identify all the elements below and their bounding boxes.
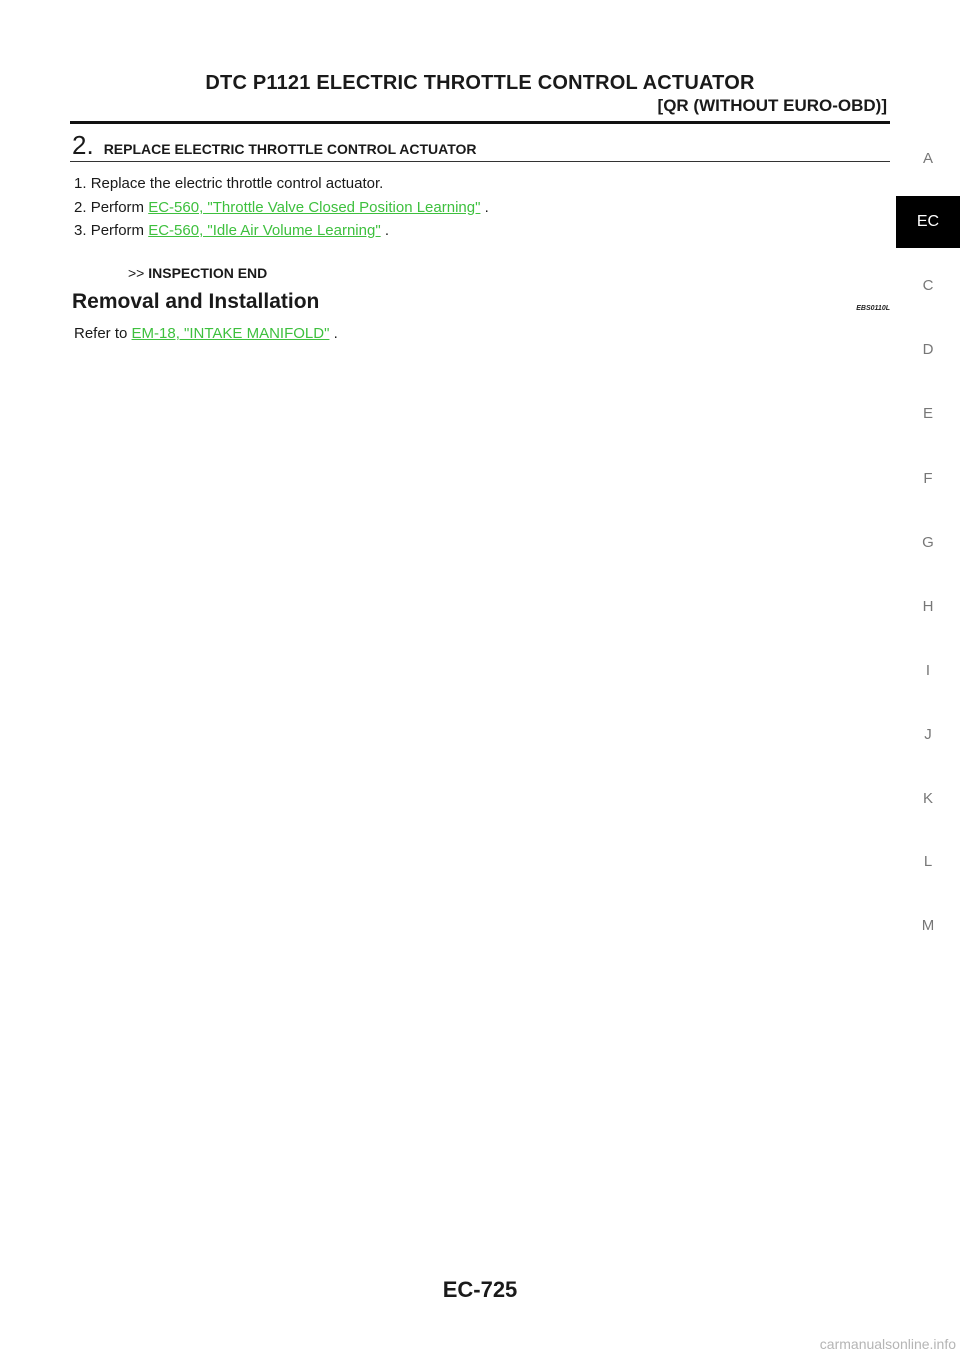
link-throttle-valve-learning[interactable]: EC-560, "Throttle Valve Closed Position …	[148, 198, 481, 216]
watermark: carmanualsonline.info	[819, 1336, 956, 1352]
index-tab-m[interactable]: M	[921, 917, 935, 934]
list-item-text: Perform	[90, 222, 149, 239]
result-text: INSPECTION END	[148, 265, 268, 281]
index-tab-g[interactable]: G	[922, 534, 934, 551]
index-tab-l[interactable]: L	[923, 853, 933, 870]
list-item-number: 2.	[74, 198, 87, 216]
index-tab-e[interactable]: E	[922, 405, 933, 422]
page-subtitle: [QR (WITHOUT EURO-OBD)]	[657, 96, 887, 115]
index-tab-i[interactable]: I	[925, 662, 931, 679]
list-item-text: Perform	[90, 198, 149, 216]
section-code: EBS0110L	[856, 305, 890, 312]
index-tab-h[interactable]: H	[922, 598, 934, 615]
index-tab-d[interactable]: D	[922, 341, 934, 358]
list-item: 3. Perform EC-560, "Idle Air Volume Lear…	[74, 219, 489, 243]
refer-prefix: Refer to	[74, 325, 132, 342]
list-item-number: 1.	[74, 175, 87, 192]
link-intake-manifold[interactable]: EM-18, "INTAKE MANIFOLD"	[131, 325, 330, 342]
link-idle-air-volume-learning[interactable]: EC-560, "Idle Air Volume Learning"	[148, 222, 381, 239]
index-tab-a[interactable]: A	[922, 150, 933, 167]
list-item-text: Replace the electric throttle control ac…	[90, 175, 384, 192]
list-item-number: 3.	[74, 222, 87, 239]
result-line: >> INSPECTION END	[128, 265, 267, 281]
step-rule	[70, 161, 890, 162]
list-item: 1. Replace the electric throttle control…	[74, 172, 489, 196]
step-heading: 2. REPLACE ELECTRIC THROTTLE CONTROL ACT…	[72, 130, 890, 161]
step-number: 2.	[72, 130, 94, 160]
index-tab-j[interactable]: J	[924, 726, 932, 743]
list-item-suffix: .	[480, 198, 489, 216]
section-heading: Removal and Installation	[72, 290, 320, 313]
page-number: EC-725	[442, 1277, 518, 1302]
list-item-suffix: .	[380, 222, 389, 239]
step-title: REPLACE ELECTRIC THROTTLE CONTROL ACTUAT…	[103, 141, 477, 157]
refer-suffix: .	[329, 325, 338, 342]
procedure-list: 1. Replace the electric throttle control…	[74, 172, 489, 243]
result-arrow: >>	[128, 265, 145, 281]
header-rule	[70, 121, 890, 124]
index-tab-c[interactable]: C	[922, 277, 934, 294]
index-tab-k[interactable]: K	[922, 790, 933, 807]
index-tab-f[interactable]: F	[923, 470, 933, 487]
list-item: 2. Perform EC-560, "Throttle Valve Close…	[74, 196, 489, 220]
refer-line: Refer to EM-18, "INTAKE MANIFOLD" .	[74, 325, 338, 342]
index-tab-ec[interactable]: EC	[896, 196, 960, 248]
page-title: DTC P1121 ELECTRIC THROTTLE CONTROL ACTU…	[205, 72, 755, 94]
